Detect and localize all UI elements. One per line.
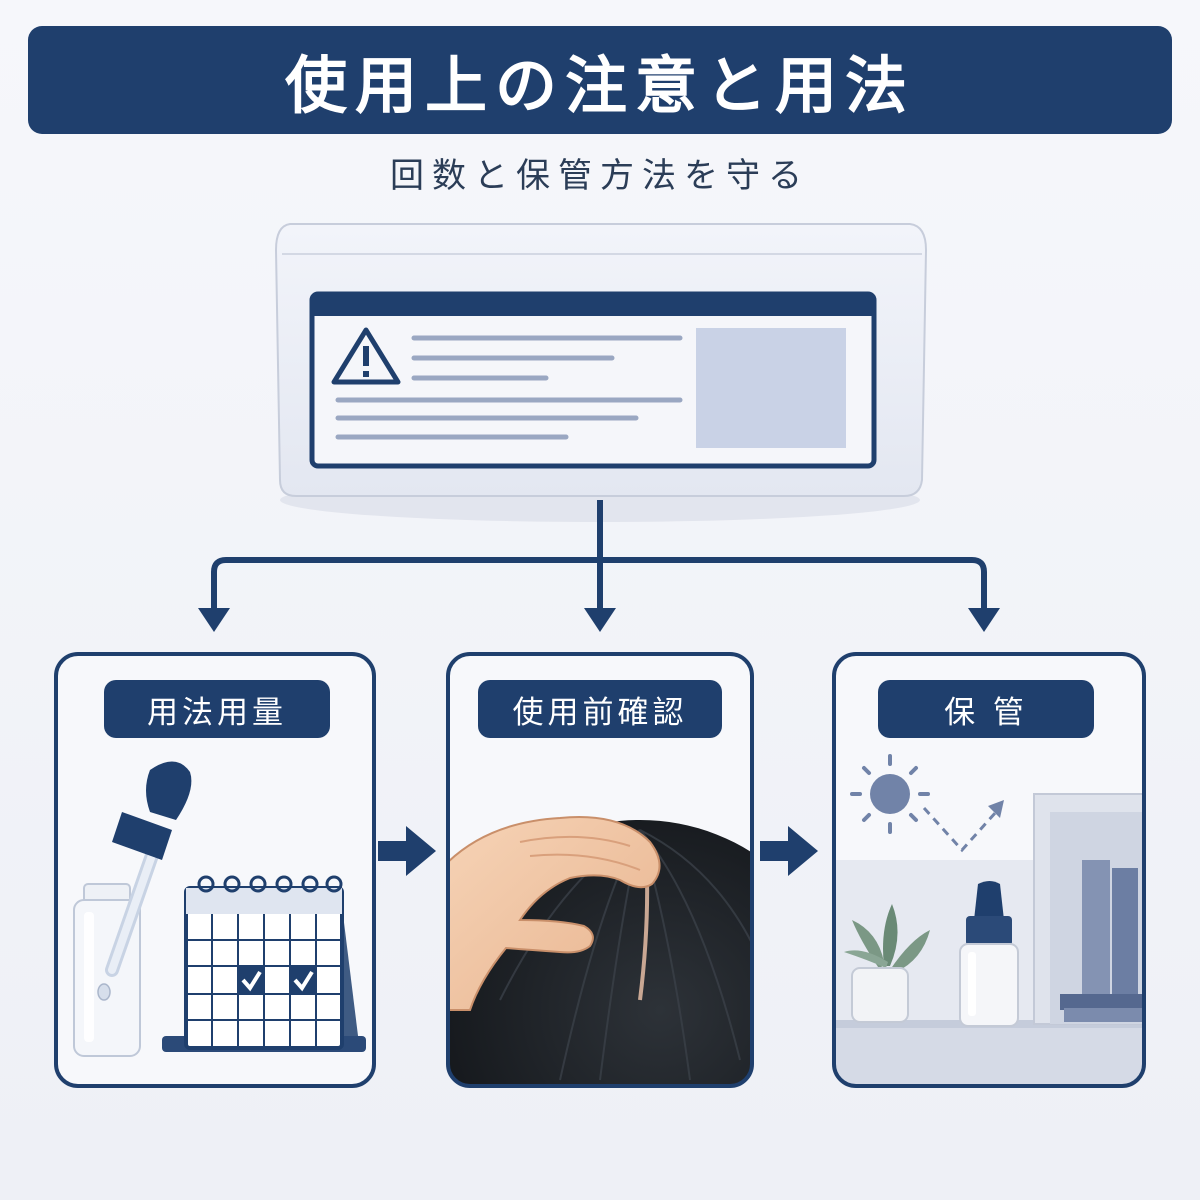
package-box (274, 223, 928, 522)
branch-arrows (211, 500, 987, 614)
light-path-arrow (922, 806, 998, 853)
dropper-bottle-icon (73, 761, 192, 1057)
serum-bottle-icon (959, 881, 1019, 1027)
panel-label-dosage: 用法用量 (104, 680, 330, 738)
panel-dosage (54, 652, 376, 1088)
title-banner: 使用上の注意と用法 (28, 26, 1172, 134)
check-icon (290, 966, 316, 994)
panel-label-precheck: 使用前確認 (478, 680, 722, 738)
page-title: 使用上の注意と用法 (284, 49, 915, 122)
hand-on-scalp-illustration (448, 816, 752, 1086)
flow-arrow-1 (378, 826, 436, 876)
calendar-icon (162, 875, 366, 1052)
page-subtitle: 回数と保管方法を守る (390, 156, 810, 196)
check-icon (238, 966, 264, 994)
arrow-down-left (198, 608, 230, 632)
plant-icon (844, 904, 930, 1023)
panel-precheck (446, 652, 754, 1088)
sun-icon (850, 754, 930, 834)
flow-arrow-2 (760, 826, 818, 876)
arrow-down-center (584, 608, 616, 632)
label-image-placeholder (696, 328, 846, 448)
panel-label-storage: 保 管 (878, 680, 1094, 738)
panel-storage (832, 652, 1146, 1088)
label-text-lines (335, 335, 683, 440)
storage-shelf-illustration (834, 793, 1144, 1086)
warning-icon (331, 327, 401, 385)
arrow-down-right (968, 608, 1000, 632)
